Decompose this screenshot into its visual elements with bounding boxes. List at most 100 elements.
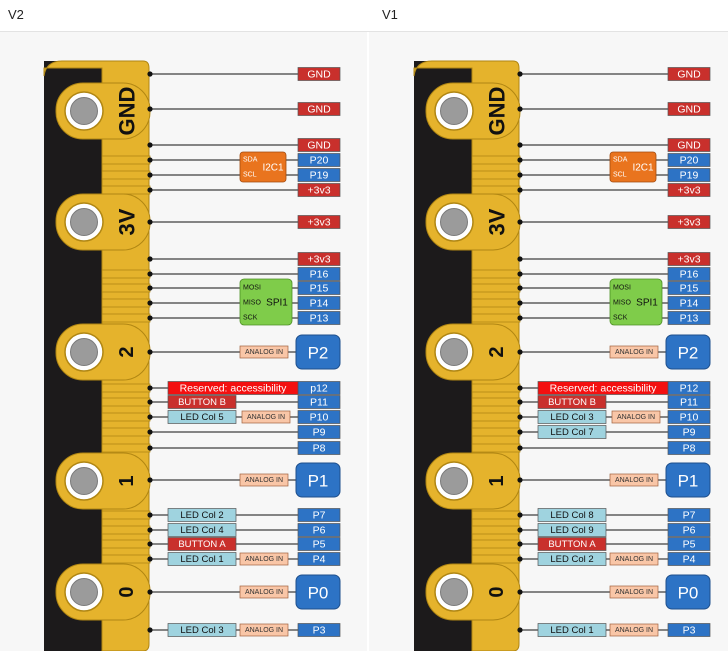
pin-P16	[297, 267, 341, 281]
func-led-label: LED Col 5	[180, 412, 223, 423]
func-button-a-label: BUTTON A	[548, 539, 596, 550]
pin-P2	[295, 334, 341, 370]
pin-dot	[147, 142, 153, 148]
pin-P6-label: P6	[683, 525, 696, 537]
gold-finger	[471, 397, 521, 407]
pin-GND-label: GND	[677, 69, 701, 81]
pin-P7-label: P7	[313, 510, 326, 522]
func-led	[167, 508, 237, 522]
pin-dot	[147, 271, 153, 277]
gold-finger	[101, 427, 151, 437]
pin-P4-label: P4	[313, 554, 326, 566]
pin-P19-label: P19	[310, 170, 329, 182]
func-reserved-accessibility	[167, 381, 299, 395]
gold-finger	[471, 510, 521, 520]
pin-dot	[517, 527, 523, 533]
analog-in-tag-label: ANALOG IN	[615, 589, 653, 596]
pin-GND	[297, 138, 341, 152]
spi-miso-label: MISO	[243, 300, 261, 307]
pin-+3v3-label: +3v3	[307, 185, 330, 197]
pin-dot	[517, 271, 523, 277]
func-led	[167, 552, 237, 566]
func-button-b	[537, 395, 607, 409]
version-label-v2: V2	[8, 7, 24, 22]
func-led	[167, 523, 237, 537]
pad-hole-inner	[440, 338, 468, 366]
pin-P7	[297, 508, 341, 522]
pin-P14	[297, 296, 341, 310]
pin-dot	[517, 106, 523, 112]
pin-+3v3-label: +3v3	[677, 254, 700, 266]
i2c-block	[239, 151, 287, 183]
pin-dot	[147, 315, 153, 321]
pad-label: 2	[486, 346, 508, 357]
pin-P11	[667, 395, 711, 409]
pin-P11-label: P11	[680, 397, 698, 409]
i2c-title: I2C1	[632, 163, 654, 174]
pin-+3v3	[667, 183, 711, 197]
pin-P9-label: P9	[313, 427, 326, 439]
pin-GND-label: GND	[307, 104, 331, 116]
pin-P16-label: P16	[680, 269, 699, 281]
gold-finger	[471, 269, 521, 279]
pin-P13	[667, 311, 711, 325]
pin-GND	[667, 102, 711, 116]
spi-sck-label: SCK	[613, 315, 628, 322]
pin-dot	[517, 414, 523, 420]
pad-hole-inner	[440, 208, 468, 236]
pin-P13	[297, 311, 341, 325]
pin-dot	[147, 71, 153, 77]
pin-P2	[665, 334, 711, 370]
pin-P1-label: P1	[678, 472, 699, 491]
pin-dot	[517, 142, 523, 148]
gold-finger	[101, 443, 151, 453]
pin-P4	[667, 552, 711, 566]
pin-P13-label: P13	[680, 313, 699, 325]
analog-in-tag-label: ANALOG IN	[245, 349, 283, 356]
pad-label: 1	[116, 475, 138, 486]
pin-P4	[297, 552, 341, 566]
func-led-label: LED Col 2	[180, 510, 223, 521]
analog-in-tag-label: ANALOG IN	[615, 627, 653, 634]
pin-P20	[667, 153, 711, 167]
func-led-label: LED Col 8	[550, 510, 593, 521]
func-led-label: LED Col 2	[550, 554, 593, 565]
pin-dot	[517, 71, 523, 77]
analog-in-tag-label: ANALOG IN	[617, 414, 655, 421]
pin-P5	[667, 537, 711, 551]
pad-label: GND	[115, 87, 140, 136]
analog-in-tag	[609, 552, 659, 566]
pin-dot	[517, 556, 523, 562]
pin-+3v3-label: +3v3	[307, 254, 330, 266]
pin-GND-label: GND	[307, 140, 331, 152]
analog-in-tag	[609, 623, 659, 637]
func-led-label: LED Col 1	[180, 554, 223, 565]
gold-finger	[471, 427, 521, 437]
pin-P6	[667, 523, 711, 537]
pin-dot	[517, 349, 523, 355]
pin-P15-label: P15	[310, 283, 329, 295]
gold-finger	[471, 283, 521, 293]
pin-dot	[147, 445, 153, 451]
pin-dot	[147, 187, 153, 193]
pad-hole-inner	[70, 208, 98, 236]
analog-in-tag	[239, 552, 289, 566]
pin-+3v3	[667, 252, 711, 266]
analog-in-tag-label: ANALOG IN	[615, 477, 653, 484]
func-button-a-label: BUTTON A	[178, 539, 226, 550]
func-led-label: LED Col 1	[550, 625, 593, 636]
gold-finger	[471, 443, 521, 453]
pin-dot	[147, 477, 153, 483]
version-label-v1: V1	[382, 7, 398, 22]
pad-hole-inner	[70, 97, 98, 125]
analog-in-tag-label: ANALOG IN	[245, 627, 283, 634]
pin-P0-label: P0	[308, 584, 329, 603]
i2c-scl-label: SCL	[613, 172, 627, 179]
analog-in-tag	[611, 410, 661, 424]
pin-P11-label: P11	[310, 397, 328, 409]
func-button-b-label: BUTTON B	[548, 397, 596, 408]
pin-P8	[297, 441, 341, 455]
func-led	[167, 623, 237, 637]
spi-title: SPI1	[266, 298, 288, 309]
